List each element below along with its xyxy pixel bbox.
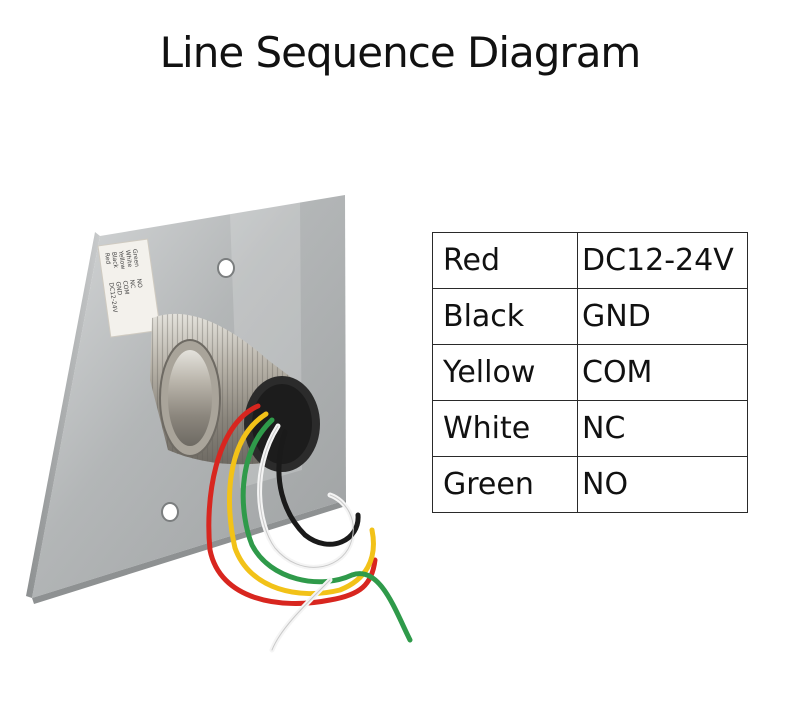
table-row: Black GND [432, 288, 748, 345]
sticker-line-4: White [124, 249, 133, 268]
mounting-hole-bottom [161, 502, 179, 522]
page-title: Line Sequence Diagram [159, 28, 642, 77]
wire-color-cell: Green [432, 456, 578, 513]
table-row: Red DC12-24V [432, 232, 748, 289]
wire-bundle [206, 403, 413, 653]
sticker-line-2: Black [110, 251, 119, 269]
sticker-line-5: Green [131, 248, 140, 267]
wire-green [240, 417, 413, 643]
wire-function-cell: NO [577, 456, 748, 513]
sticker-line-7: GND [114, 281, 123, 296]
wire-color-cell: Yellow [432, 344, 578, 401]
wire-red [206, 403, 378, 606]
wire-function-cell: DC12-24V [577, 232, 748, 289]
sticker-line-9: NC [128, 279, 136, 289]
wire-black [276, 429, 361, 547]
spec-label-sticker: Red Black Yellow White Green DC12-24V GN… [97, 238, 161, 338]
wire-color-cell: White [432, 400, 578, 457]
sticker-line-8: COM [121, 280, 130, 295]
sticker-line-1: Red [103, 252, 112, 264]
sticker-line-10: NO [135, 278, 143, 288]
wire-function-cell: NC [577, 400, 748, 457]
wire-color-cell: Black [432, 288, 578, 345]
mounting-hole-top [217, 258, 235, 278]
table-row: White NC [432, 400, 748, 457]
wire-function-cell: COM [577, 344, 748, 401]
table-row: Yellow COM [432, 344, 748, 401]
table-row: Green NO [432, 456, 748, 513]
sticker-line-3: Yellow [117, 249, 127, 269]
exit-button-photo: Red Black Yellow White Green DC12-24V GN… [26, 195, 413, 653]
wire-sequence-table: Red DC12-24V Black GND Yellow COM White … [432, 232, 748, 513]
wire-function-cell: GND [577, 288, 748, 345]
sticker-line-6: DC12-24V [107, 282, 118, 314]
wire-color-cell: Red [432, 232, 578, 289]
